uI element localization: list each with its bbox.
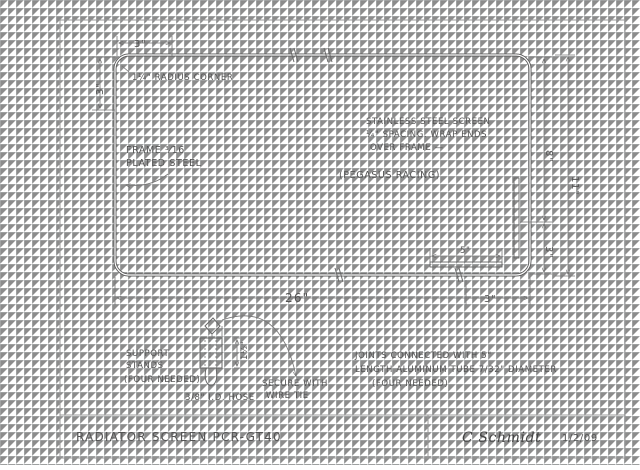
frame-note-arrow (126, 173, 169, 186)
dim-bottom-total-label: 26" (285, 291, 309, 305)
radiator-frame (113, 53, 532, 277)
signature: C Schmidt (462, 430, 541, 446)
dim-right-upper (520, 56, 552, 223)
joint-note-line1: JOINTS CONNECTED WITH 5" (354, 351, 492, 361)
dim-slot-label: 5" (460, 246, 471, 256)
frame-joint-marks (289, 47, 464, 283)
side-mount-slot (513, 177, 520, 259)
title-block-date: 1/2/09 (562, 433, 598, 444)
stand-note-line3: (FOUR NEEDED) (124, 375, 200, 385)
dim-left-top-label: 3" (95, 83, 106, 95)
dim-top-left (116, 36, 173, 56)
stand-dim-label: 1½" (240, 341, 250, 360)
frame-note-line2: PLATED STEEL (126, 158, 202, 169)
frame-note-line1: FRAME ³⁄16 (126, 145, 185, 156)
dim-bottom-total (114, 277, 531, 305)
corner-radius-note: 1¼" RADIUS CORNER (132, 73, 233, 83)
stand-note-line2: STANDS (126, 361, 164, 371)
dim-bottom-right (465, 280, 528, 305)
dim-right-upper-label: 8" (543, 150, 554, 162)
corner-leader (121, 65, 130, 73)
screen-note-line2: ¼" SPACING. WRAP ENDS (366, 130, 487, 140)
dim-left-top (92, 56, 115, 111)
bottom-mount-slot (429, 261, 503, 268)
title-block-title: RADIATOR SCREEN PCR-GT40 (76, 430, 282, 444)
dim-right-total (555, 54, 575, 277)
support-stand-detail (199, 315, 296, 387)
joint-note-line3: (FOUR NEEDED) (372, 379, 448, 389)
hose-note: 3/8" I.D. HOSE (185, 393, 255, 403)
sheet-border (59, 19, 626, 459)
dim-right-total-label: 11" (569, 176, 580, 195)
screen-note-line1: STAINLESS STEEL SCREEN (366, 117, 491, 127)
dim-right-lower (530, 224, 552, 275)
dim-top-left-label: 3" (134, 39, 146, 50)
stand-note-line1: SUPPORT (126, 349, 169, 359)
screen-note-line4: (PEGASUS RACING) (339, 170, 440, 181)
dim-bottom-right-label: 3" (484, 294, 496, 305)
wire-note-line1: SECURE WITH (262, 379, 328, 389)
joint-note-line2: LENGTH ALUMINUM TUBE 7/32" DIAMETER (355, 365, 557, 375)
screen-note-line3: OVER FRAME — (370, 143, 444, 153)
dim-slot (429, 248, 503, 262)
dim-right-lower-label: 3" (543, 246, 554, 258)
wire-note-line2: WIRE TIE (266, 391, 309, 401)
